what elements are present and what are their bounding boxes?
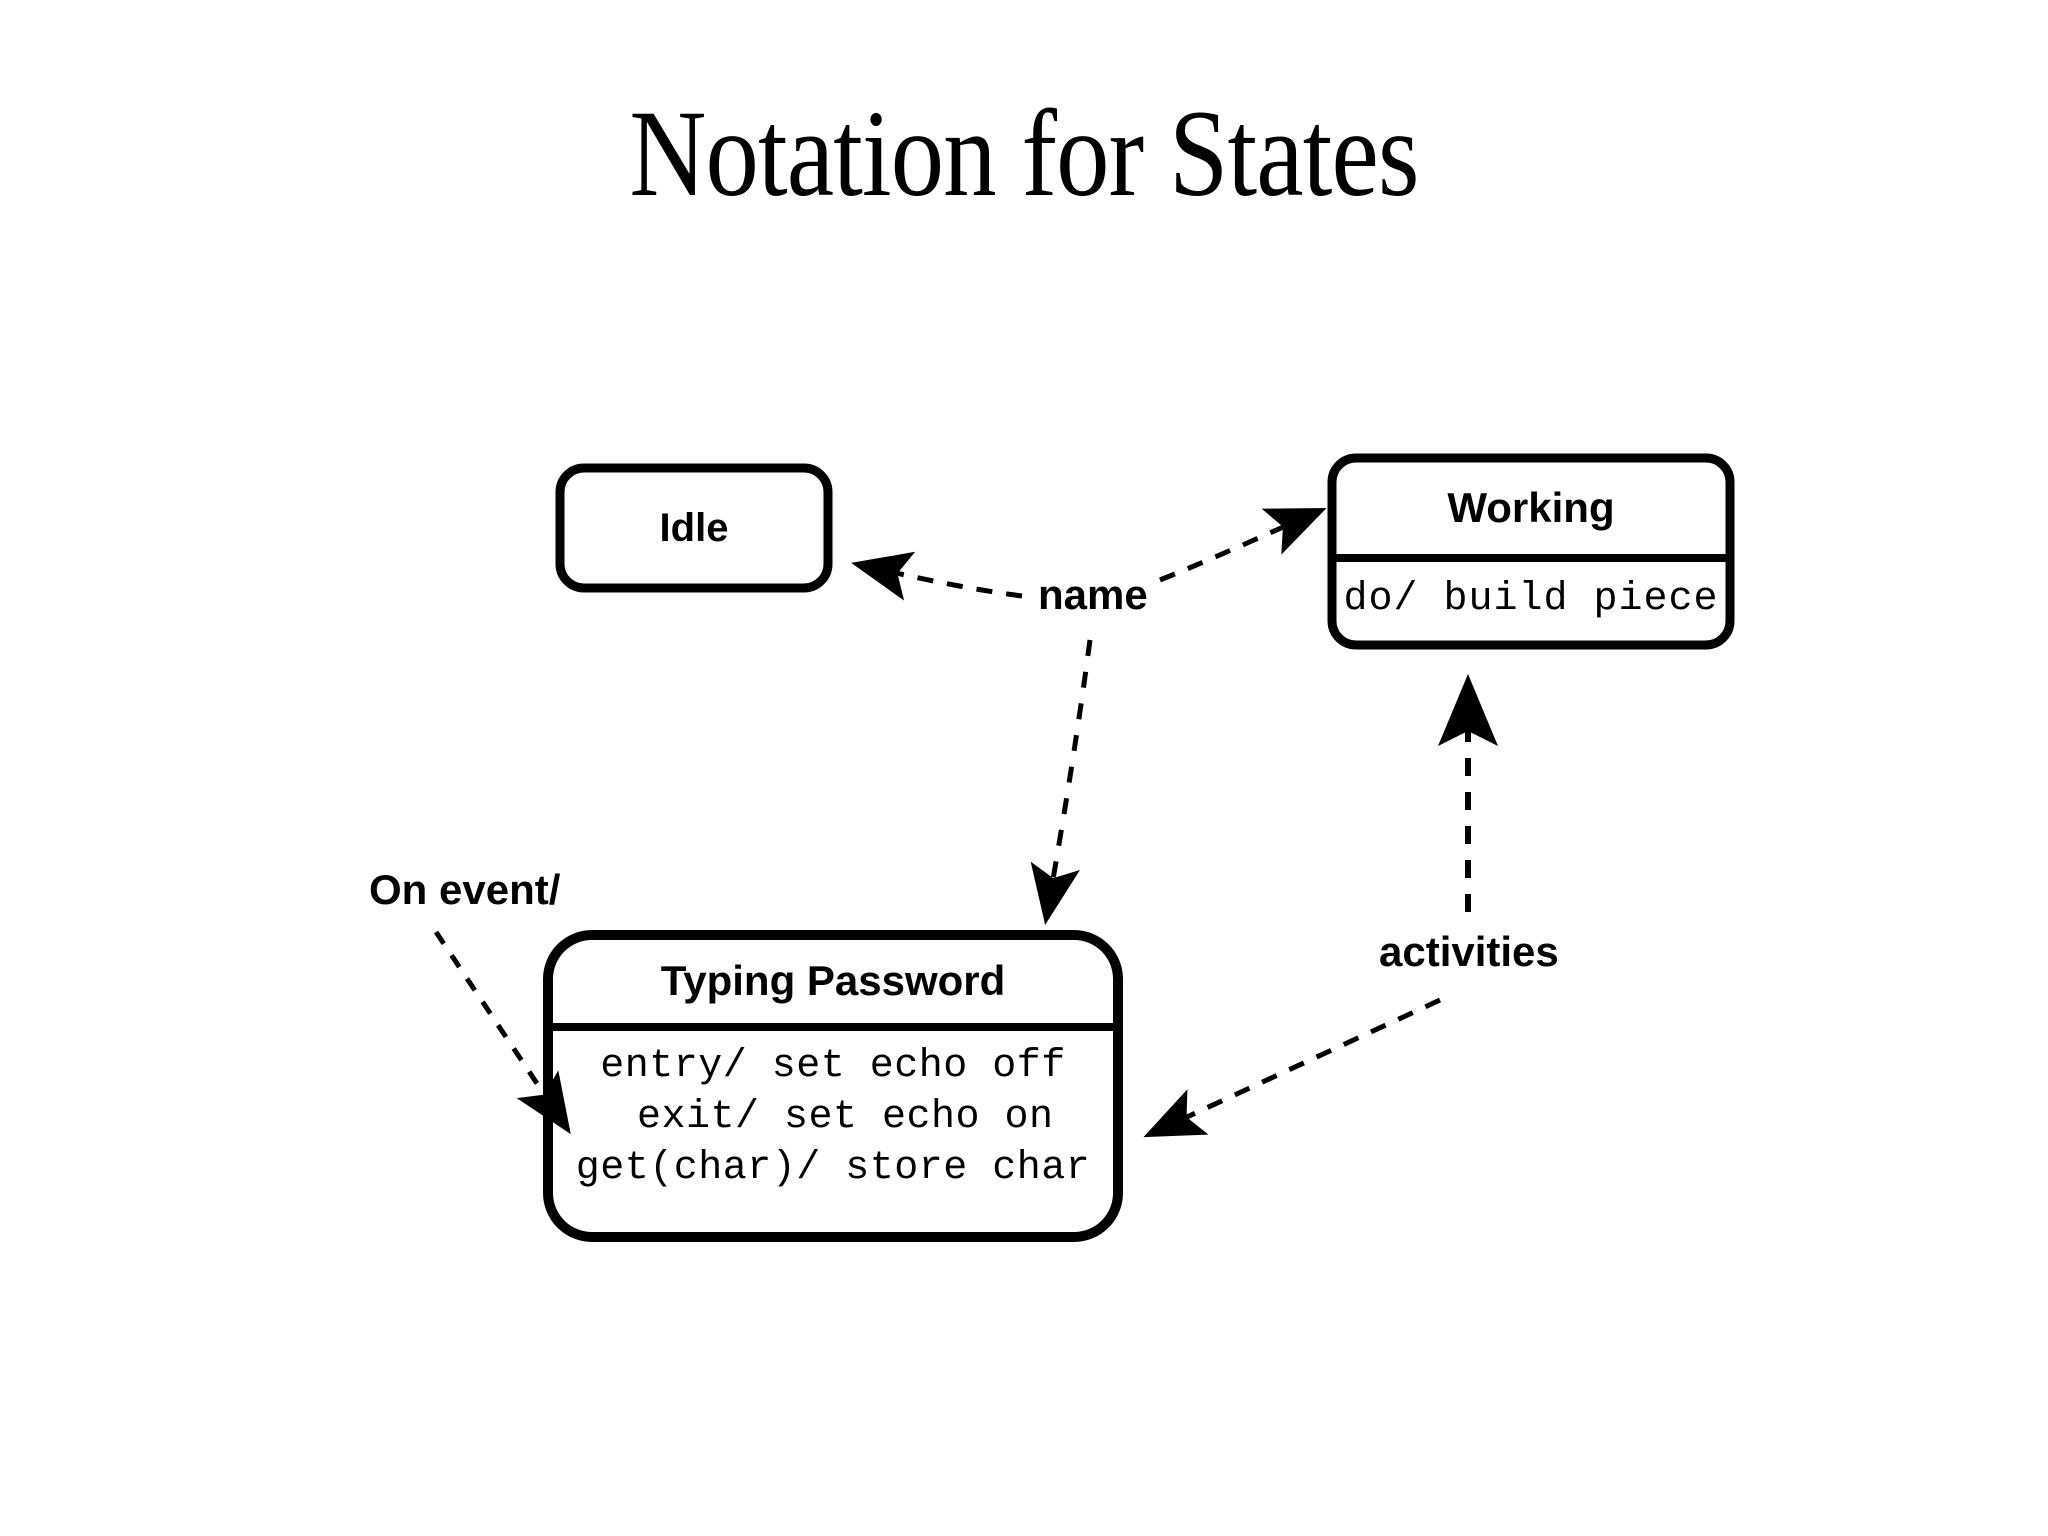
state-idle[interactable]: Idle <box>560 468 828 588</box>
annotation-label-activities: activities <box>1379 928 1559 975</box>
state-working-activity-do: do/ build piece <box>1343 577 1719 622</box>
state-working-name: Working <box>1447 484 1615 531</box>
state-typing-password-action-get: get(char)/ store char <box>575 1146 1091 1191</box>
leader-name-to-idle <box>851 551 1023 601</box>
state-box-idle[interactable] <box>555 463 833 593</box>
state-typing-password-action-exit: exit/ set echo on <box>612 1095 1054 1140</box>
leader-name-to-working <box>1159 507 1327 583</box>
page-title: Notation for States <box>629 85 1419 222</box>
leader-name-to-typing-password <box>1030 639 1093 925</box>
annotation-label-name: name <box>1038 571 1148 618</box>
state-typing-password-name: Typing Password <box>660 957 1006 1004</box>
leader-on-event-to-typing-password <box>433 930 571 1135</box>
state-working[interactable]: Working do/ build piece <box>1332 458 1730 645</box>
state-typing-password[interactable]: Typing Password entry/ set echo off exit… <box>548 935 1118 1237</box>
state-typing-password-action-entry: entry/ set echo off <box>600 1044 1066 1089</box>
leader-activities-to-typing-password <box>1143 997 1442 1138</box>
state-idle-name: Idle <box>659 506 729 550</box>
state-box-working[interactable] <box>1327 453 1735 650</box>
annotation-label-on-event: On event/ <box>369 866 561 913</box>
